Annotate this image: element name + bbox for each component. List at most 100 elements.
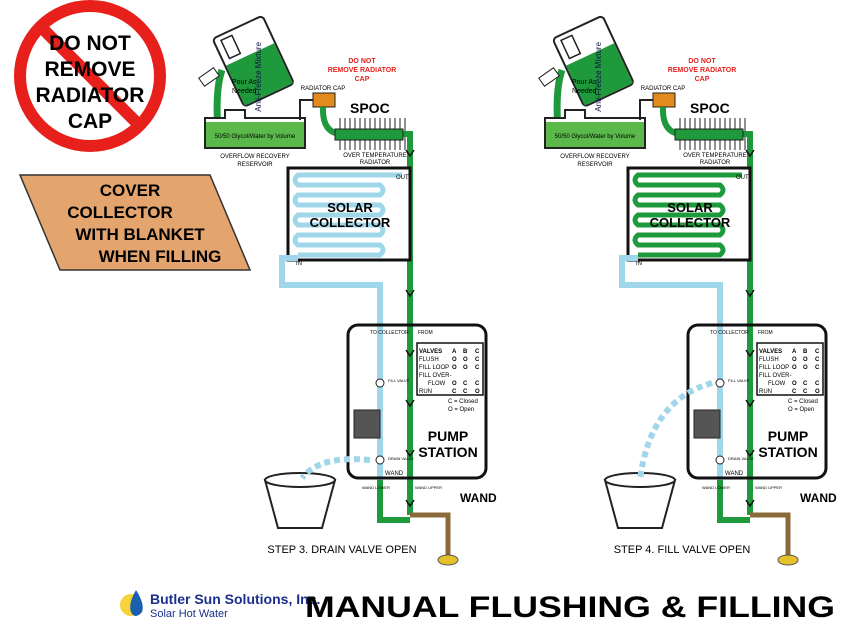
valve-state: O xyxy=(815,389,820,395)
flow-arrow-icon xyxy=(745,349,755,358)
antifreeze-jug: Anti-Freeze Mixture xyxy=(552,15,634,112)
valve-table xyxy=(756,342,824,396)
label: Needed xyxy=(232,88,257,95)
pump-station xyxy=(686,323,828,480)
valve-state: C xyxy=(792,389,797,395)
label: RESERVOIR xyxy=(237,162,273,168)
label: RESERVOIR xyxy=(577,162,613,168)
valve-row-name: FILL LOOP xyxy=(419,365,449,371)
label: DRAIN VALVE xyxy=(728,456,754,461)
pump-icon xyxy=(693,409,721,439)
jug-liquid xyxy=(226,43,293,106)
fill-valve-icon xyxy=(715,378,725,388)
prohibition-slash xyxy=(35,21,145,131)
valve-state: C xyxy=(463,381,468,387)
collector-serpentine xyxy=(632,172,742,258)
label: COLLECTOR xyxy=(310,215,391,230)
label: WAND UPPER xyxy=(415,485,442,490)
wand-hose xyxy=(410,512,451,555)
note-background xyxy=(18,174,252,271)
label: SOLAR xyxy=(327,200,373,215)
company-tagline: Solar Hot Water xyxy=(150,608,228,620)
fill-valve-icon xyxy=(375,378,385,388)
flow-arrow-icon xyxy=(405,149,415,158)
flow-arrow-icon xyxy=(405,289,415,298)
label: CAP xyxy=(695,76,710,83)
label: CAP xyxy=(355,76,370,83)
valve-row-name: FLOW xyxy=(768,381,786,387)
valve-header: B xyxy=(803,349,808,355)
flow-arrow-icon xyxy=(745,399,755,408)
flow-arrow-icon xyxy=(405,399,415,408)
valve-row-name: RUN xyxy=(419,389,432,395)
valve-header: VALVES xyxy=(419,349,442,355)
step-label: STEP 3. DRAIN VALVE OPEN xyxy=(267,544,416,556)
label: Pour As xyxy=(232,79,257,86)
label: OVER TEMPERATURE xyxy=(343,153,406,159)
reservoir-cap-icon xyxy=(198,67,220,87)
radiator-cap-icon xyxy=(652,92,676,108)
water-drop-icon xyxy=(130,590,143,616)
label: OVERFLOW RECOVERY xyxy=(560,154,630,160)
valve-row-name: FLUSH xyxy=(419,357,439,363)
flow-arrow-icon xyxy=(745,149,755,158)
flow-arrow-icon xyxy=(405,499,415,508)
valve-row-name: FLUSH xyxy=(759,357,779,363)
do-not-remove-cap-sign: DO NOT REMOVE RADIATOR CAP xyxy=(14,0,166,152)
label: RADIATOR CAP xyxy=(301,86,345,92)
sign-line: CAP xyxy=(68,110,112,133)
valve-state: C xyxy=(463,389,468,395)
label: COLLECTOR xyxy=(650,215,731,230)
label: FROM xyxy=(758,330,773,336)
step-label: STEP 4. FILL VALVE OPEN xyxy=(614,544,751,556)
label: WAND LOWER xyxy=(362,485,390,490)
radiator-cap-icon xyxy=(312,92,336,108)
sign-line: RADIATOR xyxy=(36,84,145,107)
label: RADIATOR xyxy=(360,160,391,166)
valve-state: C xyxy=(475,357,480,363)
label: TO COLLECTOR xyxy=(710,330,749,336)
label: WAND xyxy=(385,471,404,477)
valve-header: C xyxy=(475,349,480,355)
label: 50/50 Glycol/Water by Volume xyxy=(215,134,296,140)
jug-label: Anti-Freeze Mixture xyxy=(254,41,263,111)
label: IN xyxy=(636,261,642,267)
drain-valve-icon xyxy=(715,455,725,465)
collector-supply-line xyxy=(279,255,383,520)
valve-state: O xyxy=(792,365,797,371)
label: DRAIN VALVE xyxy=(388,456,414,461)
valve-state: O xyxy=(803,357,808,363)
wand-base-icon xyxy=(777,554,799,566)
prohibition-circle xyxy=(14,0,166,152)
label: RADIATOR xyxy=(700,160,731,166)
valve-state: C xyxy=(803,381,808,387)
jug-liquid xyxy=(566,43,633,106)
flow-arrow-icon xyxy=(745,449,755,458)
label: OVERFLOW RECOVERY xyxy=(220,154,290,160)
label: TO COLLECTOR xyxy=(370,330,409,336)
valve-state: C xyxy=(815,381,820,387)
valve-state: C xyxy=(452,389,457,395)
radiator-core xyxy=(334,128,404,141)
valve-header: VALVES xyxy=(759,349,782,355)
flow-arrow-icon xyxy=(405,349,415,358)
label: OVER TEMPERATURE xyxy=(683,153,746,159)
drain-valve-icon xyxy=(375,455,385,465)
label: OUT xyxy=(736,175,749,181)
label: Needed xyxy=(572,88,597,95)
label: PUMP xyxy=(428,428,468,444)
wand-label: WAND xyxy=(800,491,837,505)
label: IN xyxy=(296,261,302,267)
valve-header: B xyxy=(463,349,468,355)
spoc-label: SPOC xyxy=(690,100,730,116)
reservoir-cap-icon xyxy=(538,67,560,87)
label: 50/50 Glycol/Water by Volume xyxy=(555,134,636,140)
label: DO NOT xyxy=(688,58,716,65)
label: C = Closed xyxy=(448,399,478,405)
valve-header: A xyxy=(792,349,797,355)
label: FILL VALVE xyxy=(728,378,750,383)
sign-line: DO NOT xyxy=(49,32,131,55)
jug-handle xyxy=(220,34,242,60)
label: WAND UPPER xyxy=(755,485,782,490)
